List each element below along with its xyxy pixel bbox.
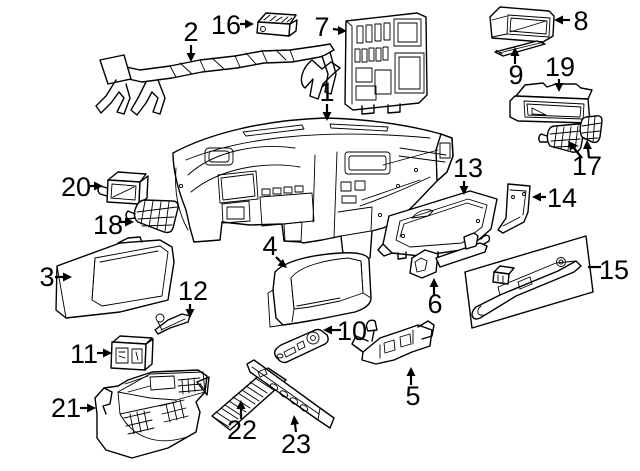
arrow-down-icon [186, 53, 196, 62]
callout-18-number: 18 [93, 210, 123, 240]
callout-16[interactable]: 16 [211, 10, 254, 40]
part-5-lower-bracket [351, 319, 435, 365]
part-10-switch-pod [274, 328, 329, 364]
callout-15[interactable]: 15 [588, 255, 629, 285]
callout-9-number: 9 [508, 60, 523, 90]
callout-10-number: 10 [337, 316, 367, 346]
arrow-down-icon [459, 186, 469, 195]
part-11-switch [110, 335, 154, 371]
arrow-right-icon [245, 19, 254, 29]
arrow-up-icon [429, 278, 439, 287]
callout-21-number: 21 [51, 393, 81, 423]
part-12-release-lever [154, 313, 191, 335]
callout-17[interactable]: 17 [568, 140, 602, 181]
callout-17-number: 17 [572, 151, 602, 181]
callout-3[interactable]: 3 [39, 262, 72, 292]
part-15-boxed-kit [464, 235, 594, 329]
arrow-up-icon [510, 47, 520, 56]
callout-11[interactable]: 11 [70, 339, 112, 369]
part-23-trim-strip [246, 359, 335, 429]
callout-20[interactable]: 20 [61, 172, 103, 202]
callout-23-number: 23 [281, 429, 311, 459]
arrow-left-icon [323, 325, 332, 335]
arrow-right-icon [125, 217, 134, 227]
callout-15-number: 15 [599, 255, 629, 285]
part-18-vent-grille [125, 199, 179, 234]
arrow-left-icon [554, 15, 563, 25]
arrow-up-left-icon [568, 141, 577, 151]
arrow-down-icon [554, 83, 564, 92]
callout-16-number: 16 [211, 10, 241, 40]
callout-18[interactable]: 18 [93, 210, 134, 240]
callout-13-number: 13 [453, 153, 483, 183]
arrow-up-icon [236, 400, 246, 409]
callout-6-number: 6 [427, 289, 442, 319]
callout-4-number: 4 [262, 231, 277, 261]
callout-5[interactable]: 5 [405, 367, 421, 411]
callout-7-number: 7 [314, 12, 329, 42]
callout-11-number: 11 [70, 339, 98, 369]
part-8-duct [489, 6, 555, 43]
part-14-side-trim [497, 183, 531, 234]
callout-2[interactable]: 2 [183, 17, 199, 62]
callout-7[interactable]: 7 [314, 12, 347, 42]
callout-1-number: 1 [319, 77, 334, 107]
part-9-filler-strip [494, 40, 546, 57]
callout-4[interactable]: 4 [262, 231, 287, 268]
callout-14[interactable]: 14 [532, 183, 577, 213]
part-4-cluster-bezel [267, 252, 372, 328]
callout-13[interactable]: 13 [453, 153, 483, 195]
callout-6[interactable]: 6 [427, 278, 443, 319]
arrow-up-icon [406, 367, 416, 376]
callout-5-number: 5 [405, 381, 420, 411]
callout-22-number: 22 [227, 415, 257, 445]
callout-23[interactable]: 23 [281, 415, 311, 459]
part-6-support-bracket [409, 232, 491, 279]
callout-12[interactable]: 12 [178, 276, 208, 318]
part-16-vent-unit [256, 12, 298, 37]
arrow-down-right-icon [277, 259, 287, 268]
callout-20-number: 20 [61, 172, 91, 202]
callout-8-number: 8 [573, 6, 588, 36]
callout-14-number: 14 [547, 183, 577, 213]
arrow-down-icon [185, 309, 195, 318]
callout-3-number: 3 [39, 262, 54, 292]
arrow-right-icon [94, 181, 103, 191]
part-7-junction-block [300, 12, 428, 115]
callout-10[interactable]: 10 [323, 316, 367, 346]
arrow-right-icon [103, 348, 112, 358]
callout-21[interactable]: 21 [51, 393, 96, 423]
callout-19[interactable]: 19 [545, 52, 575, 92]
arrow-right-icon [63, 272, 72, 282]
part-21-console-panel [94, 369, 208, 459]
callout-22[interactable]: 22 [227, 400, 257, 445]
part-3-knee-bolster [55, 236, 175, 319]
arrow-up-icon [290, 415, 299, 425]
callout-8[interactable]: 8 [554, 6, 589, 36]
part-20-vent-housing [97, 171, 149, 205]
callout-9[interactable]: 9 [508, 47, 524, 90]
callout-2-number: 2 [183, 17, 198, 47]
part-19-vent-housing [509, 82, 593, 124]
callout-12-number: 12 [178, 276, 208, 306]
callout-1[interactable]: 1 [319, 77, 335, 121]
arrow-right-icon [87, 403, 96, 413]
arrow-up-icon [583, 140, 592, 149]
arrow-down-icon [322, 112, 332, 121]
callout-19-number: 19 [545, 52, 575, 82]
part-1-instrument-panel [172, 117, 454, 264]
arrow-right-icon [338, 26, 347, 35]
arrow-left-icon [532, 192, 541, 202]
part-2-carrier-beam [95, 43, 337, 116]
